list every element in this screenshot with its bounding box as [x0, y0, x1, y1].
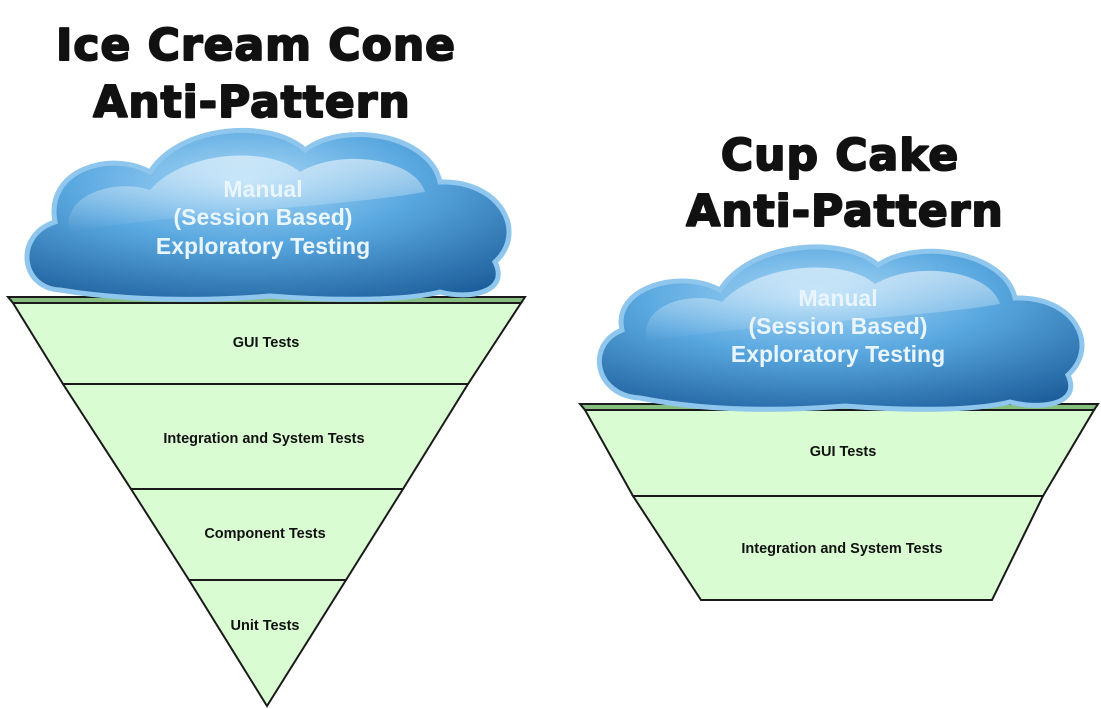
ice-cream-cone-diagram: Ice Cream Cone Anti-Pattern GUI Tests In…: [5, 19, 527, 708]
ice-cream-cone-title-line-2: Anti-Pattern: [93, 77, 410, 128]
cone-cloud-label-line-2: (Session Based): [174, 204, 353, 230]
ice-cream-cone-title-line-1: Ice Cream Cone: [56, 20, 456, 71]
cone-layer-gui-label: GUI Tests: [233, 335, 300, 351]
cone-layer-integration-label: Integration and System Tests: [163, 431, 364, 447]
cone-cloud: Manual (Session Based) Exploratory Testi…: [24, 127, 512, 302]
cone-cloud-label-line-1: Manual: [223, 176, 302, 202]
cup-cake-title-line-2: Anti-Pattern: [686, 186, 1003, 237]
cone-layer-component-label: Component Tests: [204, 526, 325, 542]
cup-layer-integration-label: Integration and System Tests: [741, 541, 942, 557]
cup-layer-gui-label: GUI Tests: [810, 444, 877, 460]
cup-cake-title-line-1: Cup Cake: [721, 130, 959, 181]
cup-cloud-label-line-3: Exploratory Testing: [731, 341, 945, 367]
cup-cloud: Manual (Session Based) Exploratory Testi…: [596, 244, 1085, 412]
cup-cake-diagram: Cup Cake Anti-Pattern GUI Tests Integrat…: [577, 129, 1100, 601]
cone-layer-unit-label: Unit Tests: [230, 618, 299, 634]
cup-cloud-label-line-2: (Session Based): [749, 313, 928, 339]
cone-layer-unit: [187, 579, 348, 708]
cup-cloud-label-line-1: Manual: [798, 285, 877, 311]
cone-cloud-label-line-3: Exploratory Testing: [156, 233, 370, 259]
cup-layer-integration: [631, 495, 1045, 601]
